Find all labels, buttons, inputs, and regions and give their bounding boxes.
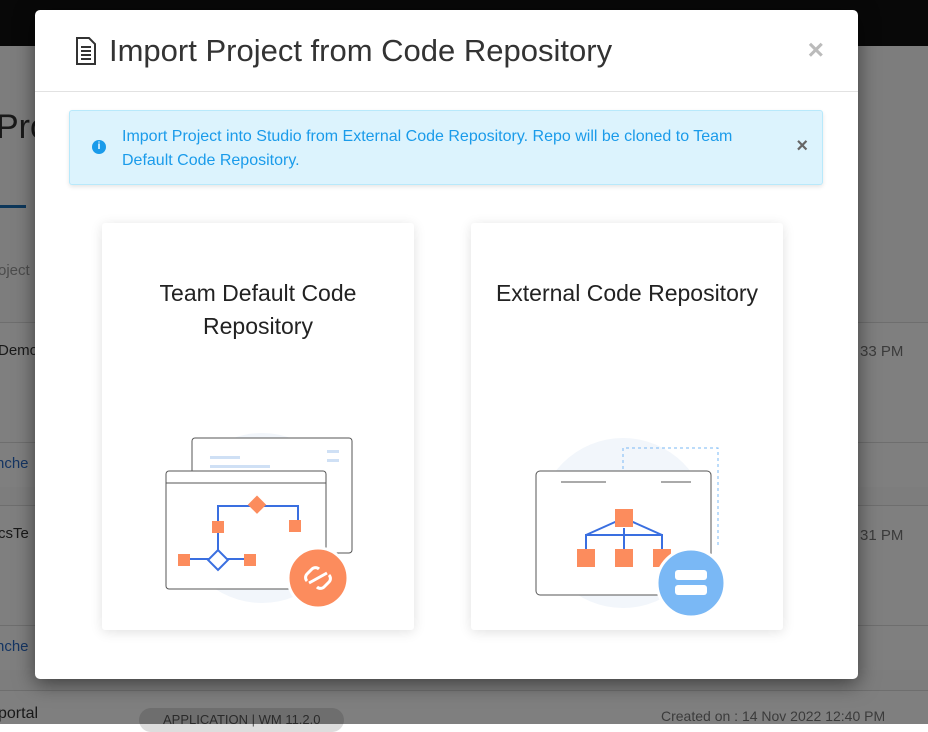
- option-label: Team Default Code Repository: [159, 280, 357, 339]
- dialog-header: Import Project from Code Repository: [35, 10, 858, 92]
- close-alert-button[interactable]: ×: [796, 135, 808, 157]
- team-default-repo-option[interactable]: Team Default Code Repository: [102, 223, 414, 630]
- team-repo-illustration: [165, 433, 353, 610]
- server-icon: [655, 547, 727, 619]
- import-project-dialog: Import Project from Code Repository × i …: [35, 10, 858, 679]
- document-icon: [76, 36, 96, 65]
- info-icon: i: [92, 140, 106, 154]
- external-repo-illustration: [535, 438, 727, 619]
- close-dialog-button[interactable]: ×: [807, 34, 824, 65]
- info-alert: i Import Project into Studio from Extern…: [69, 110, 823, 185]
- option-label: External Code Repository: [495, 280, 759, 306]
- external-repo-option[interactable]: External Code Repository: [471, 223, 783, 630]
- dialog-title: Import Project from Code Repository: [109, 32, 613, 68]
- alert-text: Import Project into Studio from External…: [122, 128, 733, 169]
